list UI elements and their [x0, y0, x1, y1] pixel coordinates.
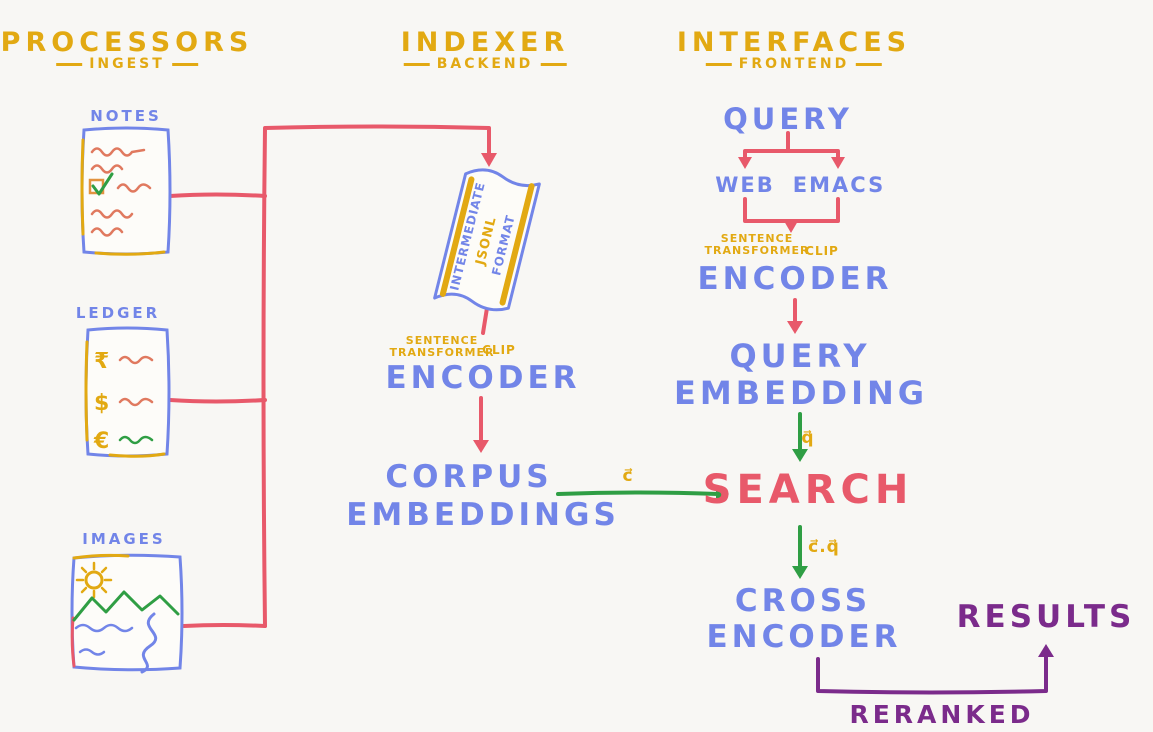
ledger-card-icon: ₹ $ €: [84, 326, 171, 458]
river-icon: [140, 612, 158, 674]
arrowhead-down-icon: [481, 153, 497, 167]
arrowhead-down-icon: [787, 321, 803, 334]
checkmark-icon: [91, 172, 114, 196]
yellow-edge-accent: [108, 452, 166, 458]
web-client-label: WEB: [715, 173, 775, 197]
arrowhead-down-icon: [738, 157, 752, 169]
reranked-label: RERANKED: [849, 700, 1035, 729]
arrowhead-down-icon: [792, 449, 808, 462]
interfaces-subtitle-text: FRONTEND: [738, 56, 850, 72]
interfaces-model-label: SENTENCE TRANSFORMER: [705, 233, 810, 257]
note-scribble: [90, 147, 146, 157]
images-label: IMAGES: [82, 530, 166, 548]
ingest-connectors: [168, 124, 497, 628]
yellow-edge-accent: [80, 138, 85, 236]
indexer-model-label: SENTENCE TRANSFORMER: [390, 335, 495, 359]
ledger-scribble: [118, 435, 154, 445]
water-wave-icon: [74, 623, 134, 633]
dash-line: [171, 62, 198, 66]
results-label: RESULTS: [956, 599, 1136, 635]
processors-subtitle-text: INGEST: [89, 56, 165, 72]
yellow-edge-accent: [94, 250, 166, 256]
emacs-client-label: EMACS: [792, 173, 886, 197]
yellow-edge-accent: [72, 553, 130, 560]
dash-line: [705, 62, 732, 66]
images-card-icon: [70, 553, 184, 674]
scroll-band: [499, 183, 535, 306]
rupee-icon: ₹: [94, 349, 109, 374]
dash-line: [856, 62, 883, 66]
water-wave-icon: [78, 648, 106, 656]
corpus-embeddings-line1: CORPUS: [385, 459, 553, 495]
indexer-column-subtitle: BACKEND: [397, 56, 574, 72]
indexer-column-title: INDEXER: [400, 27, 570, 58]
arrowhead-down-icon: [473, 440, 489, 453]
search-label: SEARCH: [702, 467, 914, 513]
jsonl-scroll-icon: INTERMEDIATE JSONL FORMAT: [433, 168, 541, 312]
interfaces-column-title: INTERFACES: [676, 27, 912, 58]
red-edge-accent: [70, 616, 76, 668]
corpus-vector-label: c⃗: [622, 466, 634, 486]
ledger-scribble: [118, 355, 154, 365]
scroll-band: [439, 176, 475, 297]
embedding-connectors: [556, 412, 808, 579]
ledger-scribble: [118, 397, 154, 407]
query-label: QUERY: [723, 102, 853, 136]
notes-card-icon: [80, 126, 172, 256]
query-vector-label: q⃗: [801, 428, 815, 448]
cross-encoder-line1: CROSS: [734, 583, 872, 619]
interfaces-column-subtitle: FRONTEND: [699, 56, 889, 72]
arrowhead-down-icon: [784, 221, 798, 233]
processors-column-title: PROCESSORS: [0, 27, 254, 58]
dash-line: [403, 62, 430, 66]
note-scribble: [90, 209, 134, 219]
ledger-label: LEDGER: [75, 304, 161, 322]
sentence-text: SENTENCE: [720, 232, 794, 245]
transformer-text: TRANSFORMER: [389, 346, 495, 359]
dollar-icon: $: [94, 391, 109, 416]
transformer-text: TRANSFORMER: [704, 244, 810, 257]
arrowhead-right-icon: [716, 486, 729, 502]
indexer-encoder-label: ENCODER: [385, 360, 581, 396]
euro-icon: €: [93, 429, 109, 454]
dot-product-label: c⃗.q⃗: [808, 537, 840, 557]
note-scribble: [90, 227, 124, 237]
indexer-clip-label: CLIP: [482, 343, 516, 357]
note-scribble: [90, 164, 124, 174]
note-scribble: [116, 183, 152, 193]
processors-column-subtitle: INGEST: [49, 56, 205, 72]
cross-encoder-line2: ENCODER: [706, 619, 902, 655]
sun-icon: [75, 561, 113, 599]
sentence-text: SENTENCE: [405, 334, 479, 347]
dash-line: [540, 62, 567, 66]
indexer-subtitle-text: BACKEND: [436, 56, 534, 72]
dash-line: [56, 62, 83, 66]
query-connectors: [738, 131, 845, 334]
interfaces-encoder-label: ENCODER: [697, 261, 893, 297]
notes-label: NOTES: [90, 107, 162, 125]
corpus-embeddings-line2: EMBEDDINGS: [346, 497, 620, 533]
interfaces-clip-label: CLIP: [805, 244, 839, 258]
query-embedding-line2: EMBEDDING: [673, 374, 929, 412]
arrowhead-up-icon: [1038, 644, 1054, 657]
yellow-edge-accent: [84, 340, 89, 442]
arrowhead-down-icon: [792, 566, 808, 579]
query-embedding-line1: QUERY: [729, 337, 871, 375]
arrowhead-down-icon: [831, 157, 845, 169]
rerank-connector: [816, 644, 1054, 695]
mountains-icon: [72, 590, 180, 622]
